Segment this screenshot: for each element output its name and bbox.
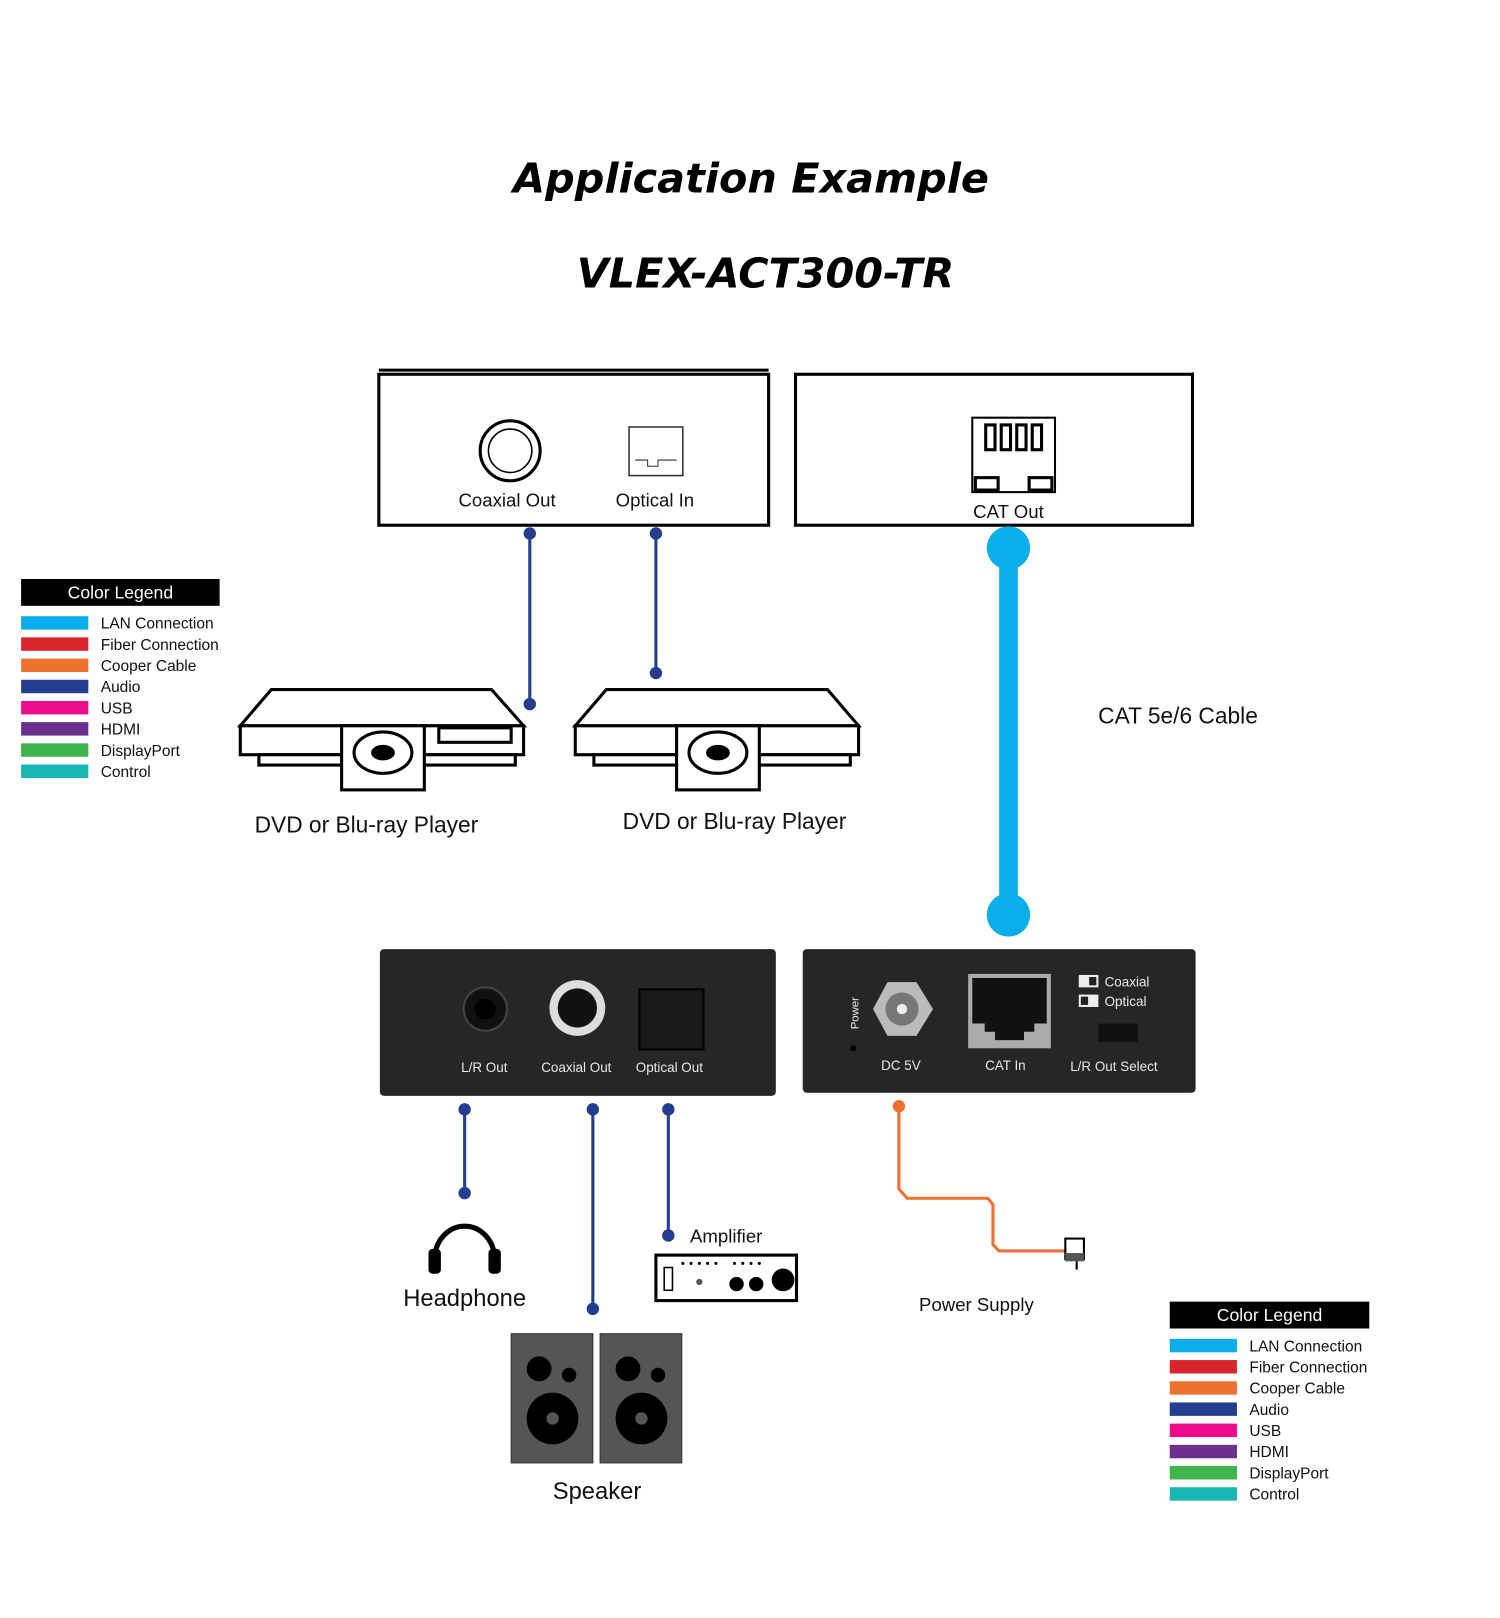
legend-swatch — [21, 658, 89, 673]
legend-item-label: Audio — [101, 679, 141, 696]
cat-out-label: CAT Out — [973, 501, 1044, 522]
cat-in-label: CAT In — [985, 1058, 1026, 1073]
legend-swatch — [1169, 1381, 1237, 1395]
rj45-port-icon — [971, 416, 1057, 494]
legend-swatch — [1169, 1360, 1237, 1374]
legend-item-label: Cooper Cable — [1249, 1381, 1345, 1398]
speaker-icon — [510, 1333, 683, 1464]
legend-item-label: Control — [1249, 1487, 1299, 1504]
legend-item-label: HDMI — [101, 722, 141, 739]
legend-item-label: DisplayPort — [101, 743, 181, 760]
legend-swatch — [21, 700, 89, 715]
headphone-icon — [428, 1223, 501, 1274]
lr-out-label: L/R Out — [461, 1060, 508, 1075]
legend-item-label: HDMI — [1249, 1444, 1289, 1461]
dvd-player-1-label: DVD or Blu-ray Player — [255, 811, 479, 837]
legend-item-label: LAN Connection — [101, 616, 214, 633]
optical-out-label: Optical Out — [636, 1060, 703, 1075]
legend-swatch — [21, 722, 89, 736]
audio-receiver-unit: L/R Out Coaxial Out Optical Out — [379, 949, 776, 1096]
legend-item-label: LAN Connection — [1249, 1338, 1362, 1355]
power-supply-label: Power Supply — [919, 1294, 1034, 1315]
power-adapter-icon — [1064, 1237, 1085, 1270]
lr-out-select-switch[interactable] — [1098, 1023, 1138, 1043]
legend-item-label: Audio — [1249, 1402, 1289, 1419]
amplifier-label: Amplifier — [690, 1226, 762, 1247]
dvd-player-1 — [236, 688, 528, 792]
cable-label: CAT 5e/6 Cable — [1098, 703, 1258, 729]
dvd-player-2 — [571, 688, 862, 792]
legend-header — [1169, 1301, 1370, 1329]
legend-item-label: Control — [101, 764, 151, 781]
source-device: Coaxial Out Optical In — [377, 368, 771, 527]
lr-out-select-label: L/R Out Select — [1070, 1059, 1158, 1074]
dc5v-label: DC 5V — [881, 1058, 921, 1073]
legend-item-label: Fiber Connection — [1249, 1359, 1367, 1376]
optical-in-label: Optical In — [616, 490, 695, 511]
legend-item-label: USB — [101, 700, 133, 717]
legend-header — [21, 578, 220, 606]
legend-swatch — [21, 616, 89, 630]
amplifier-icon — [654, 1253, 799, 1303]
power-label: Power — [850, 997, 862, 1029]
legend-title: Color Legend — [1217, 1305, 1322, 1325]
coaxial-out-label: Coaxial Out — [458, 490, 556, 511]
legend-swatch — [21, 764, 89, 778]
legend-swatch — [1169, 1402, 1237, 1416]
receiver-unit: Power Coaxial Optical DC 5V CAT In L/R O… — [802, 949, 1196, 1093]
dvd-player-2-label: DVD or Blu-ray Player — [623, 808, 847, 834]
power-led-icon — [850, 1045, 857, 1052]
coaxial-switch-label: Coaxial — [1105, 974, 1150, 989]
audio-cables-bottom — [458, 1103, 675, 1316]
legend-swatch — [21, 679, 89, 694]
legend-swatch — [21, 637, 89, 651]
legend-item-label: Fiber Connection — [101, 637, 219, 654]
unit-coaxial-out-label: Coaxial Out — [541, 1060, 611, 1075]
legend-swatch — [1169, 1487, 1237, 1501]
legend-swatch — [1169, 1466, 1237, 1480]
toslink-port-icon — [638, 988, 705, 1051]
legend-item-label: DisplayPort — [1249, 1465, 1329, 1482]
coaxial-port-icon — [478, 419, 542, 483]
legend-item-label: USB — [1249, 1423, 1281, 1440]
cat-cable — [986, 526, 1031, 937]
optical-port-icon — [628, 426, 684, 477]
power-cable — [892, 1100, 1085, 1270]
transmitter-device: CAT Out — [793, 372, 1195, 527]
legend-item-label: Cooper Cable — [101, 658, 197, 675]
legend-swatch — [21, 743, 89, 757]
headphone-label: Headphone — [403, 1285, 526, 1312]
model-name: VLEX-ACT300-TR — [577, 249, 954, 297]
legend-swatch — [1169, 1444, 1237, 1459]
audio-cables-top — [523, 527, 663, 711]
legend-swatch — [1169, 1338, 1237, 1353]
optical-switch-label: Optical — [1105, 994, 1147, 1009]
legend-title: Color Legend — [68, 582, 173, 602]
speaker-label: Speaker — [553, 1478, 642, 1505]
legend-swatch — [1169, 1423, 1237, 1438]
diagram-title: Application Example — [510, 154, 989, 202]
